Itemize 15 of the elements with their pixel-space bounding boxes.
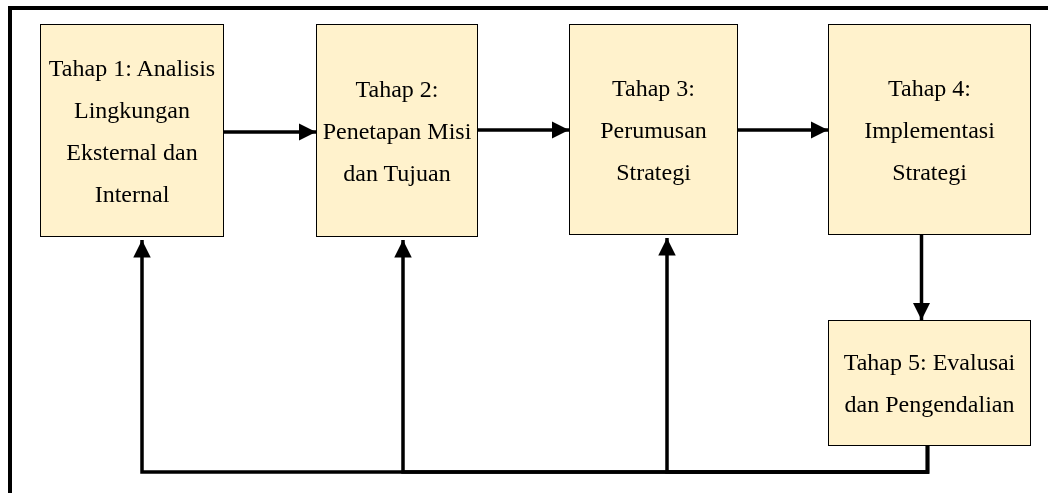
arrow (224, 123, 316, 141)
stage-box (828, 320, 1031, 446)
stage-label: Tahap 2: Penetapan Misi dan Tujuan (321, 74, 473, 188)
stage-box (828, 24, 1031, 235)
stage-label: Tahap 3: Perumusan Strategi (599, 73, 708, 187)
stage-box (40, 24, 224, 237)
arrow (912, 235, 931, 320)
stage-box (569, 24, 738, 235)
stage-label: Tahap 4: Implementasi Strategi (863, 73, 996, 187)
arrow (478, 121, 569, 139)
stage-box (316, 24, 478, 237)
arrow (738, 121, 828, 139)
stage-label: Tahap 5: Evalusai dan Pengendalian (842, 348, 1017, 419)
stage-label: Tahap 1: Analisis Lingkungan Eksternal dan Internal (47, 53, 217, 209)
arrow (658, 238, 930, 474)
